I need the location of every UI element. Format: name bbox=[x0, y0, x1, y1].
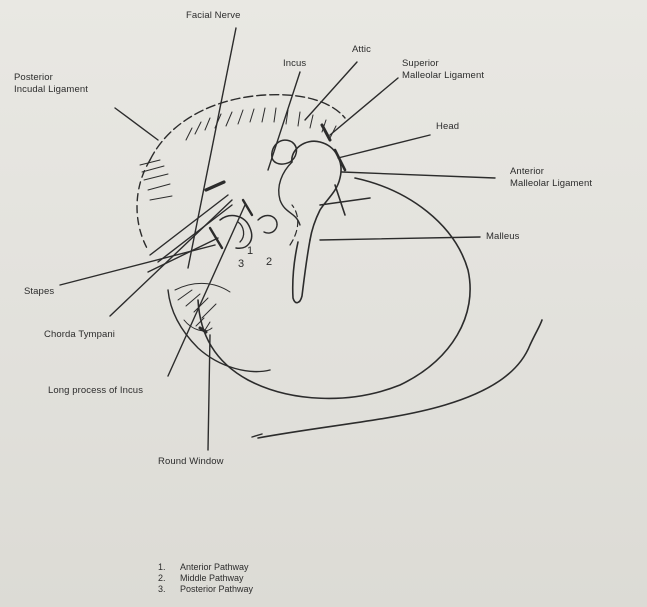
leader-head bbox=[338, 135, 430, 158]
promontory bbox=[168, 290, 270, 372]
label-attic: Attic bbox=[352, 44, 371, 56]
label-facial-nerve: Facial Nerve bbox=[186, 10, 241, 22]
legend-row: 2.Middle Pathway bbox=[158, 573, 253, 584]
leader-superior-lig bbox=[330, 78, 398, 135]
attic-outline bbox=[150, 95, 345, 160]
stapes-arch bbox=[220, 216, 252, 249]
stapes-crura bbox=[238, 222, 244, 242]
incus-long-process bbox=[258, 216, 277, 234]
legend-number: 2. bbox=[158, 573, 180, 584]
legend-row: 1.Anterior Pathway bbox=[158, 562, 253, 573]
legend-row: 3.Posterior Pathway bbox=[158, 584, 253, 595]
leader-attic bbox=[305, 62, 357, 120]
label-posterior-incudal-ligament: Posterior Incudal Ligament bbox=[14, 72, 88, 96]
pathway-legend: 1.Anterior Pathway 2.Middle Pathway 3.Po… bbox=[158, 562, 253, 595]
leader-long-process bbox=[168, 205, 245, 376]
chorda-tympani-2 bbox=[158, 205, 232, 262]
superior-ligament-mark bbox=[322, 125, 330, 140]
label-head: Head bbox=[436, 121, 459, 133]
legend-number: 3. bbox=[158, 584, 180, 595]
leader-chorda bbox=[110, 200, 232, 316]
label-malleus: Malleus bbox=[486, 231, 519, 243]
label-incus: Incus bbox=[283, 58, 306, 70]
leader-anterior-malleolar bbox=[342, 172, 495, 178]
leader-malleus bbox=[320, 237, 480, 240]
malleus-head bbox=[292, 141, 341, 240]
leader-round-window bbox=[208, 335, 210, 450]
label-anterior-malleolar-ligament: Anterior Malleolar Ligament bbox=[510, 166, 592, 190]
label-round-window: Round Window bbox=[158, 456, 224, 468]
round-window-dot bbox=[200, 328, 206, 332]
legend-text: Anterior Pathway bbox=[180, 562, 249, 572]
posterior-wall bbox=[137, 160, 150, 250]
outer-contour-tip bbox=[252, 434, 262, 437]
anterior-cross-2 bbox=[335, 185, 345, 215]
legend-text: Posterior Pathway bbox=[180, 584, 253, 594]
outer-contour bbox=[258, 320, 542, 438]
malleus-handle bbox=[293, 240, 310, 303]
stapes-footplate bbox=[210, 228, 222, 248]
attic-hatching bbox=[186, 108, 336, 140]
legend-text: Middle Pathway bbox=[180, 573, 244, 583]
chorda-tympani bbox=[150, 195, 228, 255]
pathway-number-3: 3 bbox=[238, 258, 244, 270]
pathway-number-1: 1 bbox=[247, 245, 253, 257]
pathway-number-2: 2 bbox=[266, 256, 272, 268]
anterior-ligament-mark bbox=[335, 150, 345, 170]
label-chorda-tympani: Chorda Tympani bbox=[44, 329, 115, 341]
label-superior-malleolar-ligament: Superior Malleolar Ligament bbox=[402, 58, 484, 82]
inner-dashed bbox=[290, 205, 298, 245]
legend-number: 1. bbox=[158, 562, 180, 573]
label-stapes: Stapes bbox=[24, 286, 54, 298]
leader-posterior-incudal bbox=[115, 108, 158, 140]
facial-nerve-block bbox=[206, 182, 224, 190]
posterior-hatching bbox=[140, 160, 172, 200]
incus-body bbox=[272, 140, 297, 164]
tympanic-outline bbox=[198, 178, 470, 398]
label-long-process-of-incus: Long process of Incus bbox=[48, 385, 143, 397]
